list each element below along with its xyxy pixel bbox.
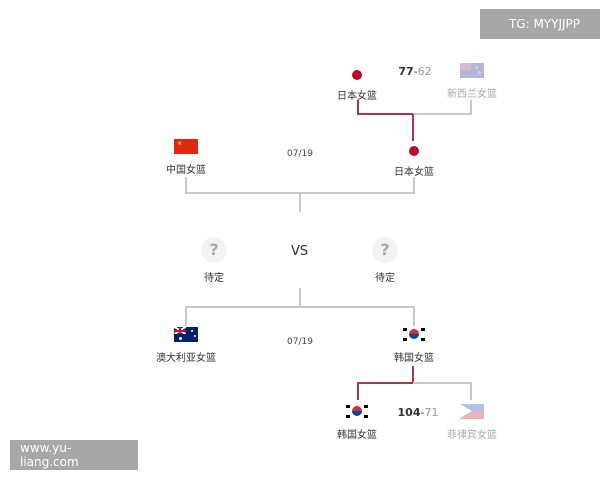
watermark-text: www.yu-liang.com xyxy=(20,441,79,469)
team-japan-top[interactable]: 日本女篮 xyxy=(312,65,402,102)
bracket-line xyxy=(357,382,359,400)
team-new-zealand[interactable]: 新西兰女篮 xyxy=(427,63,517,100)
korea-flag-icon xyxy=(402,327,426,342)
bracket-line xyxy=(299,193,301,212)
score-separator: - xyxy=(413,65,418,78)
vs-label: VS xyxy=(291,244,309,259)
team-name: 日本女篮 xyxy=(337,91,377,102)
winner-score: 104 xyxy=(397,406,421,419)
team-name: 韩国女篮 xyxy=(337,430,377,441)
team-tbd-1[interactable]: ? 待定 xyxy=(169,237,259,284)
japan-flag-icon xyxy=(352,70,362,80)
bracket-line xyxy=(185,306,187,326)
score-bottom-qualifier: 104-71 xyxy=(388,406,448,419)
team-china[interactable]: ★ 中国女篮 xyxy=(141,139,231,176)
bracket-line xyxy=(185,177,187,193)
question-icon: ? xyxy=(372,237,398,263)
bracket-line xyxy=(412,366,414,383)
match-date: 07/19 xyxy=(287,337,313,347)
watermark-text: TG: MYYJJPP xyxy=(508,17,581,31)
question-icon: ? xyxy=(201,237,227,263)
bracket-line xyxy=(357,100,359,114)
team-name: 韩国女篮 xyxy=(394,353,434,364)
australia-flag-icon xyxy=(174,327,198,342)
bracket-line xyxy=(413,177,415,194)
bracket-line xyxy=(470,100,472,115)
team-name: 待定 xyxy=(204,273,224,284)
score-separator: - xyxy=(420,406,425,419)
bracket-line xyxy=(357,113,413,115)
team-australia[interactable]: 澳大利亚女篮 xyxy=(141,327,231,364)
team-name: 菲律宾女篮 xyxy=(447,430,497,441)
match-date: 07/19 xyxy=(287,149,313,159)
korea-flag-icon xyxy=(345,404,369,419)
team-philippines[interactable]: 菲律宾女篮 xyxy=(427,404,517,441)
team-name: 待定 xyxy=(375,273,395,284)
loser-score: 62 xyxy=(417,65,432,78)
team-tbd-2[interactable]: ? 待定 xyxy=(340,237,430,284)
bracket-line xyxy=(185,306,415,308)
loser-score: 71 xyxy=(424,406,439,419)
bracket-line xyxy=(412,114,414,141)
team-korea-bottom[interactable]: 韩国女篮 xyxy=(312,404,402,441)
team-korea[interactable]: 韩国女篮 xyxy=(369,327,459,364)
team-name: 中国女篮 xyxy=(166,165,206,176)
winner-score: 77 xyxy=(398,65,414,78)
team-name: 澳大利亚女篮 xyxy=(156,353,216,364)
bracket-line xyxy=(470,382,472,400)
score-top-qualifier: 77-62 xyxy=(385,65,445,78)
bracket-line xyxy=(413,113,471,115)
philippines-flag-icon xyxy=(460,404,484,419)
watermark-badge-bottom: www.yu-liang.com xyxy=(10,440,138,470)
japan-flag-icon xyxy=(409,146,419,156)
bracket-line xyxy=(413,382,472,384)
bracket-line xyxy=(299,288,301,307)
team-name: 新西兰女篮 xyxy=(447,89,497,100)
bracket-line xyxy=(413,306,415,326)
china-flag-icon: ★ xyxy=(174,139,198,154)
bracket-line xyxy=(358,382,413,384)
new-zealand-flag-icon xyxy=(460,63,484,78)
team-japan[interactable]: 日本女篮 xyxy=(369,141,459,178)
team-name: 日本女篮 xyxy=(394,167,434,178)
watermark-badge-top: TG: MYYJJPP xyxy=(480,9,600,39)
